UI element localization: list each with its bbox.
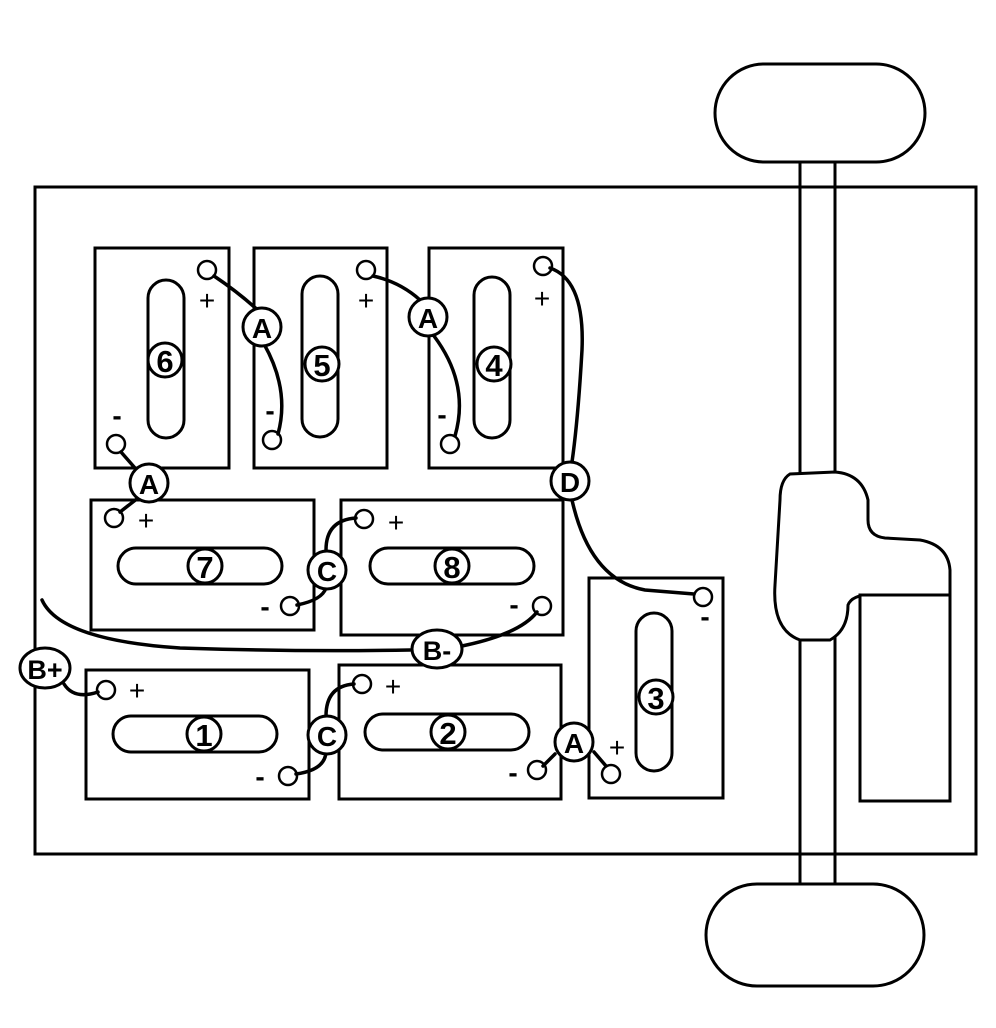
cable-a-6-to-7: [118, 450, 140, 514]
negative-sign: -: [265, 395, 274, 426]
label-circle: [410, 628, 464, 670]
battery-number: 3: [647, 681, 664, 716]
negative-sign: -: [260, 591, 269, 622]
rear-wheel-top: [713, 62, 927, 164]
battery-2: 2 + -: [337, 663, 563, 801]
positive-terminal: [353, 508, 375, 530]
label-text: C: [317, 556, 337, 587]
positive-terminal: [196, 259, 218, 281]
positive-sign: +: [358, 285, 374, 316]
battery-number-circle: [303, 345, 341, 383]
label-circle: [407, 296, 449, 338]
negative-terminal: [261, 429, 283, 451]
negative-terminal: [105, 433, 127, 455]
battery-6: 6 + -: [93, 246, 231, 470]
battery-number-circle: [429, 713, 467, 751]
rear-wheel-bottom: [704, 882, 926, 988]
positive-terminal: [103, 507, 125, 529]
battery-5: 5 + -: [252, 246, 389, 470]
cable-label-c1: C: [306, 549, 348, 591]
cable-label-a4: A: [553, 721, 595, 763]
label-circle: [553, 721, 595, 763]
cable-label-a3: A: [128, 462, 170, 504]
battery-3: 3 + -: [587, 576, 725, 800]
battery-1: 1 + -: [84, 668, 311, 801]
positive-sign: +: [138, 505, 154, 536]
positive-terminal: [600, 763, 622, 785]
cable-label-a1: A: [241, 306, 283, 348]
battery-number: 1: [195, 718, 212, 753]
negative-sign: -: [437, 399, 446, 430]
battery-number: 2: [439, 716, 456, 751]
positive-sign: +: [609, 732, 625, 763]
battery-number-circle: [146, 341, 184, 379]
label-text: A: [252, 313, 272, 344]
label-circle: [549, 460, 591, 502]
positive-terminal: [355, 259, 377, 281]
battery-number-circle: [186, 547, 224, 585]
battery-4: 4 + -: [427, 246, 565, 470]
negative-terminal: [692, 586, 714, 608]
positive-terminal: [532, 255, 554, 277]
label-circle: [241, 306, 283, 348]
battery-number: 6: [156, 344, 173, 379]
label-text: A: [564, 728, 584, 759]
cable-a-5-to-4: [371, 274, 462, 438]
battery-7: 7 + -: [89, 498, 316, 632]
negative-sign: -: [509, 589, 518, 620]
battery-number-circle: [185, 715, 223, 753]
battery-8: 8 + -: [339, 498, 565, 637]
label-text: C: [317, 721, 337, 752]
negative-terminal: [277, 765, 299, 787]
positive-sign: +: [385, 671, 401, 702]
label-circle: [18, 646, 72, 690]
axle-assembly: [704, 62, 927, 988]
negative-sign: -: [508, 757, 517, 788]
label-text: A: [418, 303, 438, 334]
cable-b-minus: [40, 598, 539, 653]
label-circle: [306, 549, 348, 591]
label-text: B+: [27, 655, 62, 685]
battery-number: 5: [313, 348, 330, 383]
negative-terminal: [439, 433, 461, 455]
negative-sign: -: [255, 761, 264, 792]
motor-housing: [773, 470, 952, 642]
cable-label-b-minus: B-: [410, 628, 464, 670]
battery-number: 8: [443, 550, 460, 585]
cable-label-c2: C: [306, 714, 348, 756]
cable-a-2-to-3: [541, 750, 608, 768]
positive-sign: +: [199, 285, 215, 316]
label-circle: [306, 714, 348, 756]
cable-b-plus: [62, 682, 100, 697]
label-text: B-: [423, 636, 452, 666]
battery-number-circle: [475, 345, 513, 383]
battery-number: 4: [485, 348, 503, 383]
label-text: D: [560, 467, 580, 498]
controller-box: [858, 593, 952, 803]
cable-label-b-plus: B+: [18, 646, 72, 690]
positive-terminal: [95, 679, 117, 701]
negative-sign: -: [700, 601, 709, 632]
cable-label-d: D: [549, 460, 591, 502]
negative-sign: -: [112, 400, 121, 431]
positive-sign: +: [388, 507, 404, 538]
label-text: A: [139, 469, 159, 500]
cables: [40, 266, 696, 776]
positive-sign: +: [534, 283, 550, 314]
battery-number-circle: [637, 678, 675, 716]
label-circle: [128, 462, 170, 504]
battery-number: 7: [196, 550, 213, 585]
cable-d-4-to-3: [548, 266, 696, 596]
battery-number-circle: [433, 547, 471, 585]
positive-sign: +: [129, 675, 145, 706]
cable-label-a2: A: [407, 296, 449, 338]
